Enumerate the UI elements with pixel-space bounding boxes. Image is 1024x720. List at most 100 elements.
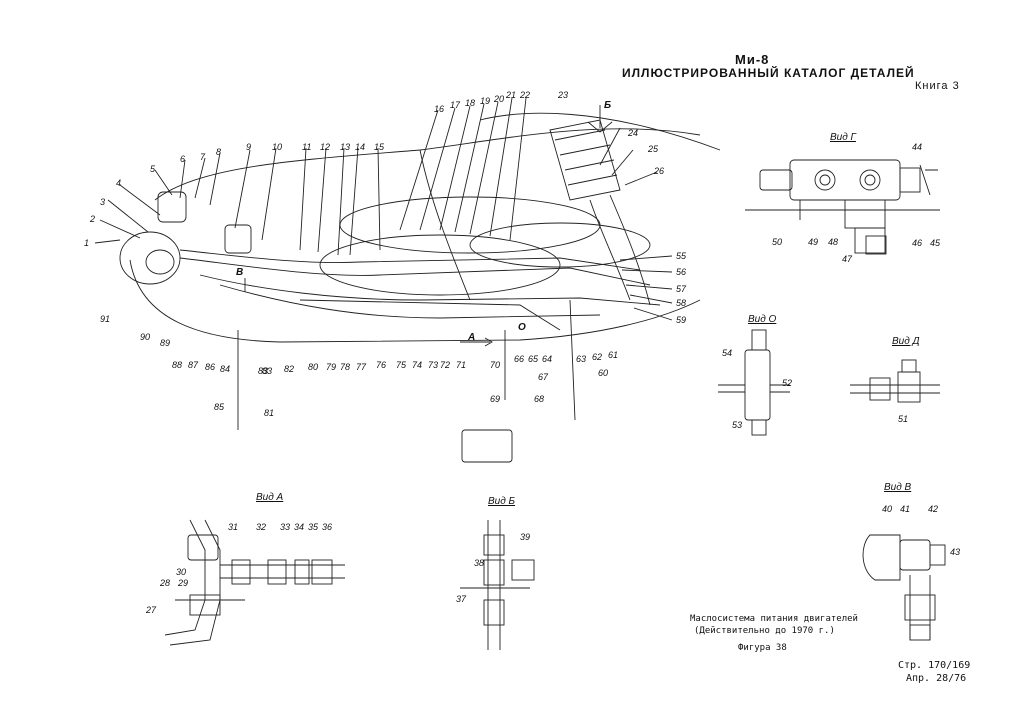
callouts-view-d: 51 — [898, 414, 908, 424]
callouts-view-v: 40 41 42 43 — [882, 504, 960, 557]
callout: 14 — [355, 142, 365, 152]
callout: 43 — [950, 547, 960, 557]
callout: 6 — [180, 154, 185, 164]
arrow-label-v: В — [236, 267, 243, 278]
callout: 78 — [340, 362, 350, 372]
drain-tank — [461, 429, 513, 463]
callout: 90 — [140, 332, 150, 342]
revision-date: Апр. 28/76 — [906, 673, 967, 684]
callouts-view-b: 39 38 37 — [456, 532, 530, 604]
callout: 28 — [159, 578, 170, 588]
callout: 37 — [456, 594, 467, 604]
callout: 64 — [542, 354, 552, 364]
callout: 36 — [322, 522, 332, 532]
fuselage-outline — [154, 128, 701, 201]
callout: 5 — [150, 164, 156, 174]
callout: 85 — [214, 402, 225, 412]
callout: 58 — [676, 298, 686, 308]
callout: 61 — [608, 350, 618, 360]
callout: 86 — [205, 362, 215, 372]
arrow-label-b: Б — [604, 100, 611, 111]
view-v-label: Вид В — [884, 482, 912, 493]
view-g-assembly — [745, 159, 940, 255]
callout: 52 — [782, 378, 792, 388]
callouts-view-a: 31 32 33 34 35 36 30 28 29 27 — [145, 522, 332, 615]
callout: 9 — [246, 142, 251, 152]
view-b-assembly — [460, 520, 535, 650]
callout: 57 — [676, 284, 687, 294]
callout: 27 — [145, 605, 157, 615]
callout: 59 — [676, 315, 686, 325]
callout: 45 — [930, 238, 941, 248]
callout: 13 — [340, 142, 350, 152]
callout: 88 — [172, 360, 182, 370]
callout: 26 — [653, 166, 664, 176]
callouts-view-g: 44 45 46 47 48 49 50 — [772, 142, 941, 264]
callout: 46 — [912, 238, 922, 248]
callout: 70 — [490, 360, 500, 370]
callout: 47 — [842, 254, 853, 264]
view-v-assembly — [862, 534, 946, 641]
callout: 2 — [89, 214, 95, 224]
callout: 42 — [928, 504, 938, 514]
caption-line2: (Действительно до 1970 г.) — [694, 626, 835, 636]
callout: 62 — [592, 352, 602, 362]
arrow-label-a: А — [467, 332, 475, 343]
callout: 12 — [320, 142, 330, 152]
callout: 81 — [264, 408, 274, 418]
callout: 44 — [912, 142, 922, 152]
callout: 21 — [505, 90, 516, 100]
callout: 73 — [428, 360, 438, 370]
callout: 32 — [256, 522, 266, 532]
callout: 40 — [882, 504, 892, 514]
callout: 84 — [220, 364, 230, 374]
callout: 18 — [465, 98, 475, 108]
callout: 1 — [84, 238, 89, 248]
view-a-assembly — [164, 519, 345, 646]
oil-cooler — [549, 119, 621, 201]
callout: 19 — [480, 96, 490, 106]
callout: 48 — [828, 237, 838, 247]
callout: 72 — [440, 360, 450, 370]
callout: 4 — [116, 178, 121, 188]
callout: 77 — [356, 362, 367, 372]
callout: 76 — [376, 360, 386, 370]
callout: 20 — [493, 94, 504, 104]
callout: 54 — [722, 348, 732, 358]
page-number: Стр. 170/169 — [898, 660, 971, 671]
view-a-label: Вид А — [256, 492, 284, 503]
callout-83: 83 — [258, 366, 268, 376]
callout: 74 — [412, 360, 422, 370]
callouts-view-o: 54 52 53 — [722, 348, 792, 430]
callout: 35 — [308, 522, 319, 532]
callout: 51 — [898, 414, 908, 424]
callout: 15 — [374, 142, 385, 152]
engine-housing-left — [319, 234, 561, 296]
callout: 30 — [176, 567, 186, 577]
callout: 16 — [434, 104, 444, 114]
callout: 25 — [647, 144, 659, 154]
callout: 22 — [519, 90, 530, 100]
oil-tank — [119, 231, 181, 285]
callout: 80 — [308, 362, 318, 372]
callout: 33 — [280, 522, 290, 532]
callout: 11 — [302, 142, 311, 152]
callout: 68 — [534, 394, 544, 404]
callout: 66 — [514, 354, 524, 364]
callout: 17 — [450, 100, 461, 110]
model-title: Ми-8 — [735, 52, 770, 67]
view-d-label: Вид Д — [892, 336, 920, 347]
callout: 89 — [160, 338, 170, 348]
callout: 34 — [294, 522, 304, 532]
callout: 31 — [228, 522, 238, 532]
view-arrows: Б А В О — [236, 100, 611, 343]
callout: 10 — [272, 142, 282, 152]
callout: 38 — [474, 558, 484, 568]
callout: 65 — [528, 354, 539, 364]
callout: 67 — [538, 372, 549, 382]
callout: 56 — [676, 267, 686, 277]
callout: 79 — [326, 362, 336, 372]
oil-line-main — [179, 249, 641, 271]
